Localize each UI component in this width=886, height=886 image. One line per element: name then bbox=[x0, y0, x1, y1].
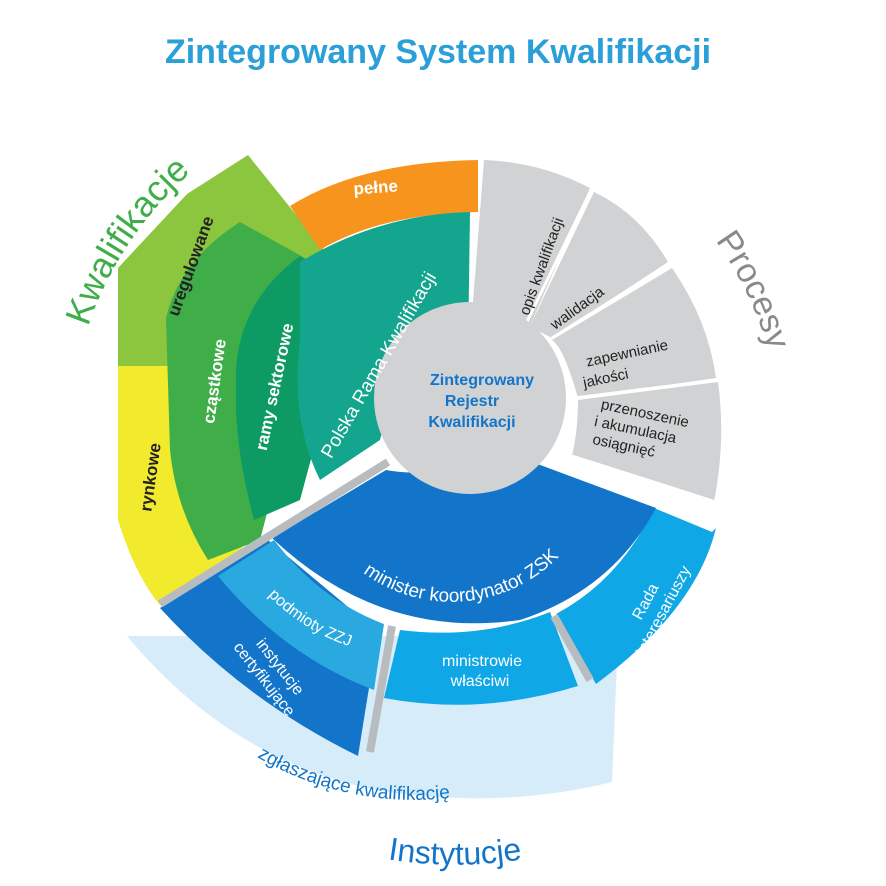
podmioty-segment bbox=[218, 540, 384, 690]
page-title: Zintegrowany System Kwalifikacji bbox=[165, 33, 711, 71]
rada-segment bbox=[556, 508, 716, 684]
institution-dividers bbox=[157, 458, 594, 753]
center-circle bbox=[374, 302, 566, 494]
center-line-3: Kwalifikacji bbox=[428, 414, 515, 431]
process-przenoszenie bbox=[572, 382, 722, 502]
center-line-2: Rejestr bbox=[445, 393, 499, 410]
pelne-segment bbox=[290, 160, 478, 250]
process-walidacja bbox=[530, 192, 668, 338]
center-line-1: Zintegrowany bbox=[430, 372, 534, 389]
label-ministrowie-1: ministrowie bbox=[442, 653, 522, 670]
label-pelne: pełne bbox=[353, 176, 399, 198]
section-instytucje-text: Instytucje bbox=[387, 831, 524, 872]
minister-segment bbox=[272, 450, 656, 624]
section-procesy: Procesy bbox=[709, 224, 797, 353]
process-dividers bbox=[518, 187, 719, 504]
polska-rama-segment bbox=[297, 212, 470, 480]
process-zapewnianie bbox=[552, 268, 716, 398]
ministrowie-segment bbox=[384, 612, 578, 705]
process-opis bbox=[470, 160, 590, 340]
label-ministrowie: ministrowie właściwi bbox=[442, 653, 522, 690]
label-ministrowie-2: właściwi bbox=[450, 673, 510, 690]
section-procesy-text: Procesy bbox=[709, 224, 797, 353]
section-instytucje: Instytucje bbox=[387, 831, 524, 872]
